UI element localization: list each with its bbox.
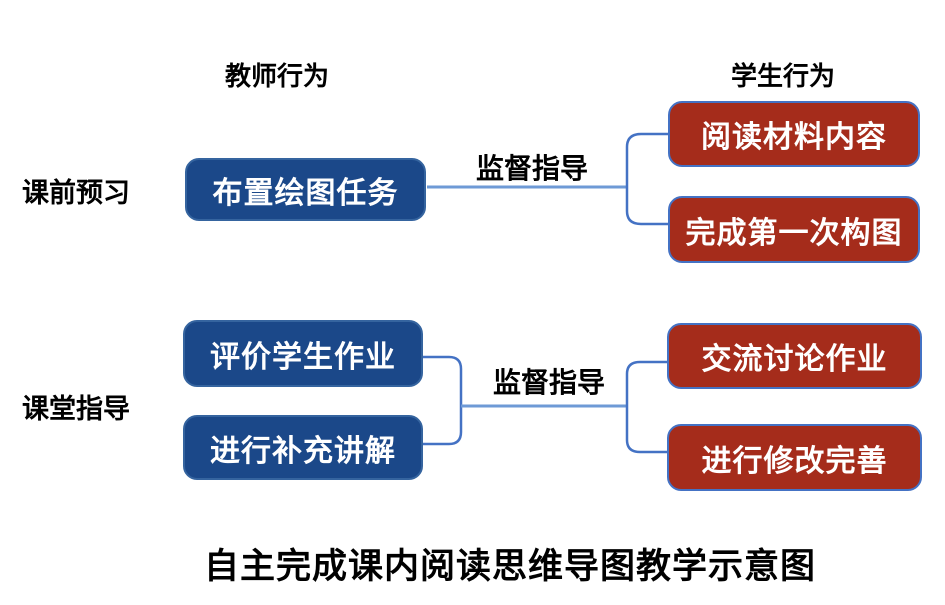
- connector-row1-student-bracket: [625, 132, 668, 226]
- stage-label-pre-class: 课前预习: [22, 178, 130, 208]
- connector-row2-student-bracket: [625, 360, 667, 454]
- column-header-student: 学生行为: [730, 61, 835, 91]
- teacher-action-assign-drawing-task: 布置绘图任务: [185, 158, 426, 221]
- diagram-caption: 自主完成课内阅读思维导图教学示意图: [203, 546, 816, 587]
- connector-row2-teacher-bracket: [423, 355, 463, 446]
- student-action-read-material: 阅读材料内容: [668, 101, 920, 167]
- column-header-teacher: 教师行为: [224, 61, 329, 91]
- stage-label-in-class: 课堂指导: [22, 394, 130, 424]
- teacher-action-evaluate-homework: 评价学生作业: [183, 320, 423, 387]
- link-label-supervise-row1: 监督指导: [475, 153, 588, 184]
- student-action-revise-improve: 进行修改完善: [667, 424, 922, 491]
- student-action-discuss-homework: 交流讨论作业: [667, 323, 922, 389]
- link-label-supervise-row2: 监督指导: [492, 367, 605, 398]
- student-action-first-mapping: 完成第一次构图: [668, 196, 920, 263]
- teacher-action-supplementary-explanation: 进行补充讲解: [183, 415, 423, 480]
